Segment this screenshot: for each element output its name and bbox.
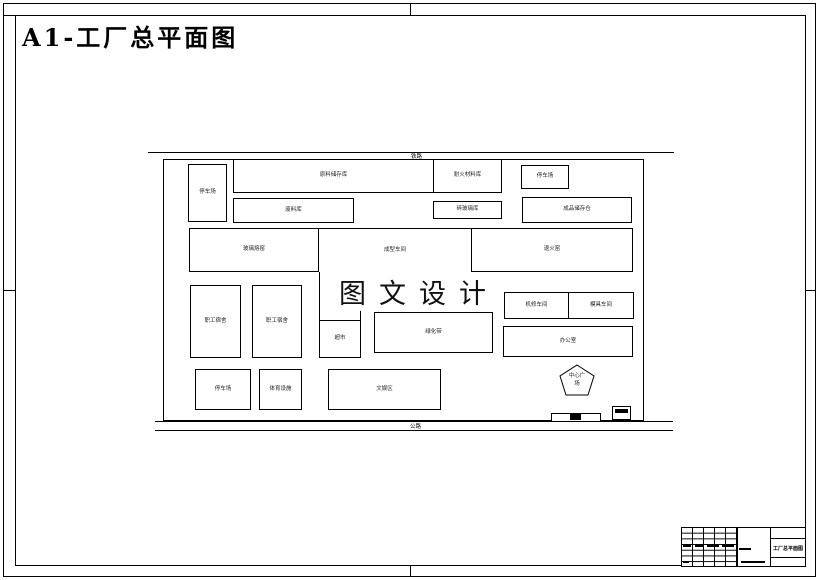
- pentagon-shape: [559, 364, 595, 396]
- guard-house-fill: [615, 409, 628, 413]
- gate-booth: [570, 413, 581, 420]
- highway-line-top: [155, 421, 673, 422]
- building-label: 原料储存库: [319, 172, 348, 179]
- building-label: 停车场: [536, 173, 554, 180]
- building-label-line1: 中心广: [568, 373, 586, 379]
- building-waste-storage: 废料库: [233, 198, 354, 223]
- watermark-text: 图文设计: [337, 272, 501, 311]
- title-block-name: 工厂总平面图: [772, 546, 803, 552]
- highway-line-bottom: [155, 430, 673, 431]
- building-label: 停车场: [214, 385, 232, 392]
- building-recreation-area: 文娱区: [328, 369, 441, 410]
- building-glass-furnace: 玻璃熔窑: [189, 228, 319, 272]
- railway-line: [148, 152, 674, 153]
- building-cullet-storage: 碎玻璃库: [433, 201, 502, 219]
- building-annealing-kiln: 退火窑: [471, 228, 633, 272]
- title-block-fill-2: [695, 544, 703, 547]
- center-mark-left: [3, 290, 15, 291]
- building-label: 玻璃熔窑: [242, 246, 265, 253]
- sheet-inner-frame: [15, 15, 806, 566]
- railway-label: 铁路: [411, 154, 423, 160]
- building-label: 模具车间: [589, 301, 612, 308]
- building-central-square: 中心广 场: [559, 364, 595, 396]
- title-block-divider-1: [737, 527, 738, 567]
- building-raw-material-storage: 原料储存库: [233, 159, 434, 193]
- building-label: 成型车间: [383, 246, 406, 253]
- title-block-divider-2: [770, 527, 771, 567]
- title-block-fill-4: [722, 544, 734, 547]
- building-finished-goods-storage: 成品储存仓: [522, 197, 632, 223]
- passage-line-right: [360, 310, 361, 320]
- building-dormitory-2: 职工宿舍: [252, 285, 302, 358]
- title-block-row-divider-2: [770, 557, 806, 558]
- building-label: 停车场: [199, 189, 216, 196]
- center-mark-top: [410, 3, 411, 15]
- building-label: 职工宿舍: [204, 317, 227, 324]
- building-forming-workshop: 成型车间: [318, 228, 472, 272]
- building-label: 绿化带: [425, 328, 442, 335]
- title-block-row-divider: [770, 538, 806, 539]
- passage-line-left: [319, 272, 320, 320]
- highway-label: 公路: [410, 424, 422, 430]
- building-label: 职工宿舍: [265, 317, 288, 324]
- building-parking-2: 停车场: [521, 165, 569, 189]
- building-green-belt: 绿化带: [374, 312, 493, 353]
- building-label: 办公室: [559, 337, 577, 344]
- title-block-fill-3: [707, 544, 719, 547]
- building-label: 废料库: [285, 206, 302, 213]
- title-block-fill-7: [741, 561, 765, 563]
- center-mark-right: [806, 290, 816, 291]
- building-label: 体育设施: [269, 385, 292, 392]
- building-label: 成品储存仓: [563, 206, 591, 213]
- building-parking-1: 停车场: [188, 164, 227, 222]
- title-block-fill-1: [683, 544, 691, 547]
- title-block-fill-5: [683, 561, 689, 563]
- building-label: 碎玻璃库: [456, 206, 479, 213]
- building-dormitory-1: 职工宿舍: [190, 285, 241, 358]
- center-mark-bottom: [410, 566, 411, 577]
- building-supermarket: 超市: [319, 320, 361, 358]
- building-label: 机修车间: [525, 301, 548, 308]
- building-sports-facilities: 体育设施: [259, 369, 302, 410]
- title-block-fill-6: [739, 548, 751, 550]
- building-label: 文娱区: [376, 385, 393, 392]
- building-machine-repair-workshop: 机修车间: [504, 292, 569, 319]
- building-label-line2: 场: [574, 380, 580, 387]
- building-label: 超市: [334, 335, 346, 342]
- drawing-title: A1-工厂总平面图: [22, 23, 239, 52]
- corner-mark-top: [3, 15, 15, 16]
- building-parking-3: 停车场: [195, 369, 251, 410]
- building-refractory-storage: 耐火材料库: [433, 159, 502, 193]
- building-office: 办公室: [503, 326, 633, 357]
- building-label: 耐火材料库: [453, 172, 482, 179]
- building-mold-workshop: 模具车间: [568, 292, 634, 319]
- building-label: 退火窑: [543, 246, 561, 253]
- title-block-grid: [681, 527, 737, 567]
